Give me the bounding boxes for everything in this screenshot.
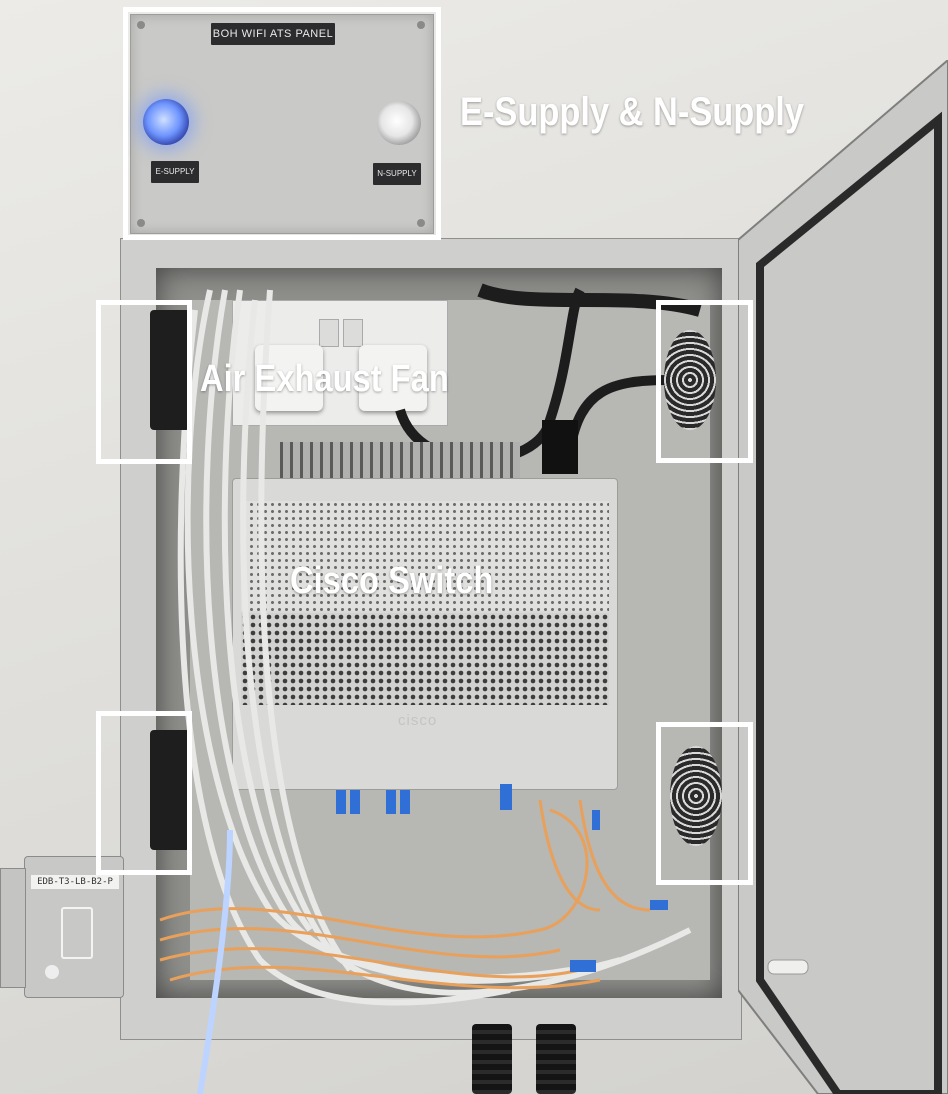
highlight-fan-top-right [656, 300, 753, 463]
cabinet-door [738, 60, 948, 1094]
indicator [45, 965, 59, 979]
switch-vent-grille-top [241, 501, 609, 611]
spur-label: EDB-T3-LB-B2-P [31, 875, 119, 889]
callout-switch: Cisco Switch [290, 560, 494, 602]
panel-screw [137, 21, 145, 29]
fuse-holder [61, 907, 93, 959]
network-cabling [159, 289, 692, 1094]
fused-spur-unit: EDB-T3-LB-B2-P [24, 856, 124, 998]
exhaust-fan-top-right [664, 330, 716, 430]
conduit [536, 1024, 576, 1094]
heatsink [280, 442, 520, 482]
highlight-fan-top-left [96, 300, 192, 464]
exhaust-fan-bottom-right [670, 746, 722, 846]
cisco-logo: cisco [398, 712, 438, 729]
wall-box [0, 868, 26, 988]
n-supply-indicator-lamp [377, 101, 421, 145]
conduit [472, 1024, 512, 1094]
e-supply-label-plate: E-SUPPLY [151, 161, 199, 183]
exhaust-fan-top-left [150, 310, 190, 430]
highlight-ats-panel [123, 7, 441, 240]
switch-vent-grille-bottom [241, 613, 609, 705]
power-plug [359, 345, 427, 411]
highlight-fan-bottom-left [96, 711, 192, 875]
e-supply-indicator-lamp [143, 99, 189, 145]
ats-panel-title: BOH WIFI ATS PANEL [211, 23, 335, 45]
panel-screw [417, 219, 425, 227]
ats-panel: BOH WIFI ATS PANEL E-SUPPLY N-SUPPLY [130, 14, 434, 234]
n-supply-label-plate: N-SUPPLY [373, 163, 421, 185]
callout-supply: E-Supply & N-Supply [460, 90, 804, 134]
panel-screw [417, 21, 425, 29]
exhaust-fan-bottom-left [150, 730, 190, 850]
socket-switch [343, 319, 363, 347]
callout-fan: Air Exhaust Fan [200, 358, 449, 400]
socket-switch [319, 319, 339, 347]
highlight-fan-bottom-right [656, 722, 753, 885]
panel-screw [137, 219, 145, 227]
cisco-switch [232, 478, 618, 790]
